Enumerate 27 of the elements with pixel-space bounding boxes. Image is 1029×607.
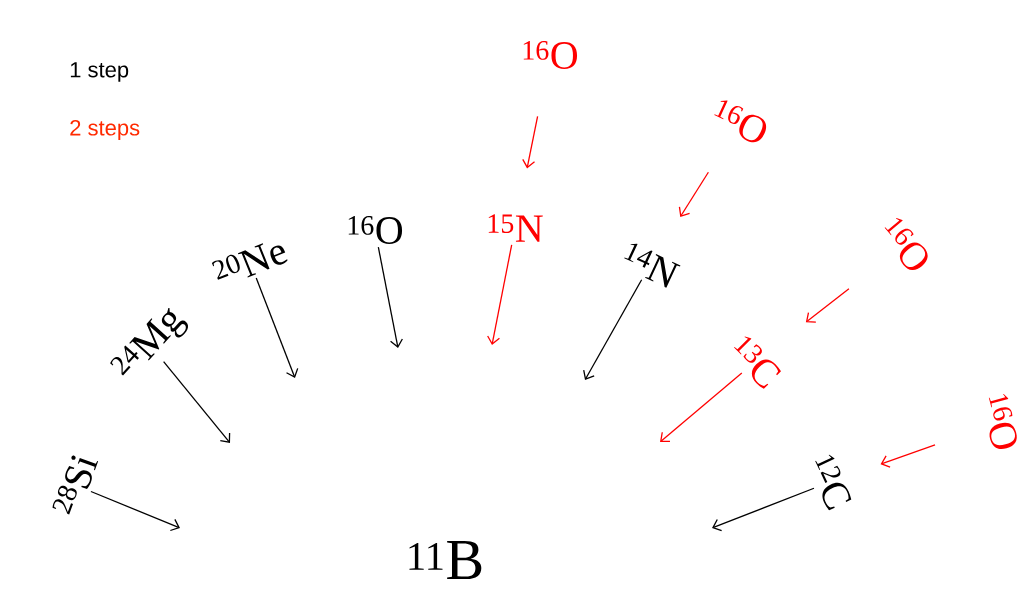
arrow	[377, 246, 403, 348]
legend-entry: 2 steps	[70, 120, 140, 140]
nucleus-label: $^{16}$O	[348, 216, 403, 244]
arrow	[880, 444, 936, 468]
nucleus-label: $^{11}$B	[409, 540, 482, 580]
arrow	[660, 372, 743, 443]
arrow	[90, 490, 180, 532]
arrow	[712, 487, 815, 532]
nucleus-label: $^{16}$O	[714, 100, 767, 143]
arrow	[805, 288, 850, 323]
arrow	[487, 244, 513, 345]
arrow	[255, 277, 299, 378]
arrow	[583, 279, 643, 380]
nucleus-label: $^{12}$C	[815, 454, 852, 511]
nucleus-label: $^{20}$Ne	[211, 243, 288, 280]
nucleus-label: $^{16}$O	[523, 41, 578, 69]
nucleus-label: $^{14}$N	[624, 243, 681, 288]
nucleus-label: $^{16}$O	[884, 217, 928, 270]
nucleus-label: $^{24}$Mg	[110, 308, 189, 376]
arrow	[678, 171, 709, 217]
arrow	[162, 361, 231, 443]
nucleus-label: $^{28}$Si	[52, 455, 99, 515]
nucleus-label: $^{15}$N	[488, 214, 543, 242]
nucleus-label: $^{16}$O	[988, 393, 1017, 449]
arrow	[522, 115, 539, 169]
legend-entry: 1 step	[70, 62, 129, 82]
nucleus-label: $^{13}$C	[734, 336, 781, 389]
